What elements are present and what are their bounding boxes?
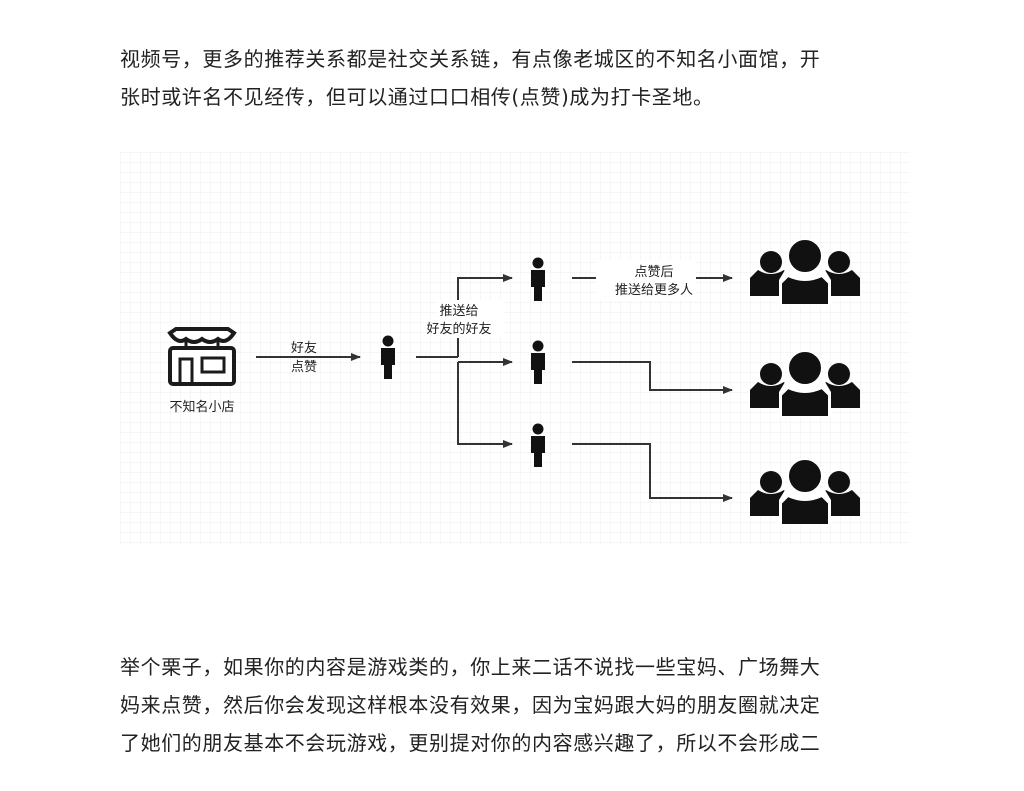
edge-label-like-2: 点赞 <box>291 360 317 375</box>
edge-label-more-2: 推送给更多人 <box>615 282 693 298</box>
edge-label-like-1: 好友 <box>291 340 317 356</box>
paragraph-line: 了她们的朋友基本不会玩游戏，更别提对你的内容感兴趣了，所以不会形成二 <box>120 731 821 755</box>
edge-label-more-1: 点赞后 <box>634 265 673 280</box>
paragraph-line: 视频号，更多的推荐关系都是社交关系链，有点像老城区的不知名小面馆，开 <box>120 47 821 71</box>
paragraph-line: 张时或许名不见经传，但可以通过口口相传(点赞)成为打卡圣地。 <box>120 85 714 109</box>
recommendation-diagram: 不知名小店 好友 点赞 推送给 好友的好友 点赞后 推送给更多人 <box>120 152 910 544</box>
edge-label-push-1: 推送给 <box>439 304 478 319</box>
paragraph-line: 妈来点赞，然后你会发现这样根本没有效果，因为宝妈跟大妈的朋友圈就决定 <box>120 693 821 717</box>
paragraph-top: 视频号，更多的推荐关系都是社交关系链，有点像老城区的不知名小面馆，开 张时或许名… <box>120 40 920 116</box>
paragraph-line: 举个栗子，如果你的内容是游戏类的，你上来二话不说找一些宝妈、广场舞大 <box>120 655 821 679</box>
arrow-crowd-2 <box>572 361 733 394</box>
store-label: 不知名小店 <box>169 399 234 415</box>
edge-label-push-2: 好友的好友 <box>426 321 491 337</box>
arrow-crowd-3 <box>572 443 733 502</box>
paragraph-bottom: 举个栗子，如果你的内容是游戏类的，你上来二话不说找一些宝妈、广场舞大 妈来点赞，… <box>120 648 920 762</box>
store-icon <box>167 327 237 386</box>
